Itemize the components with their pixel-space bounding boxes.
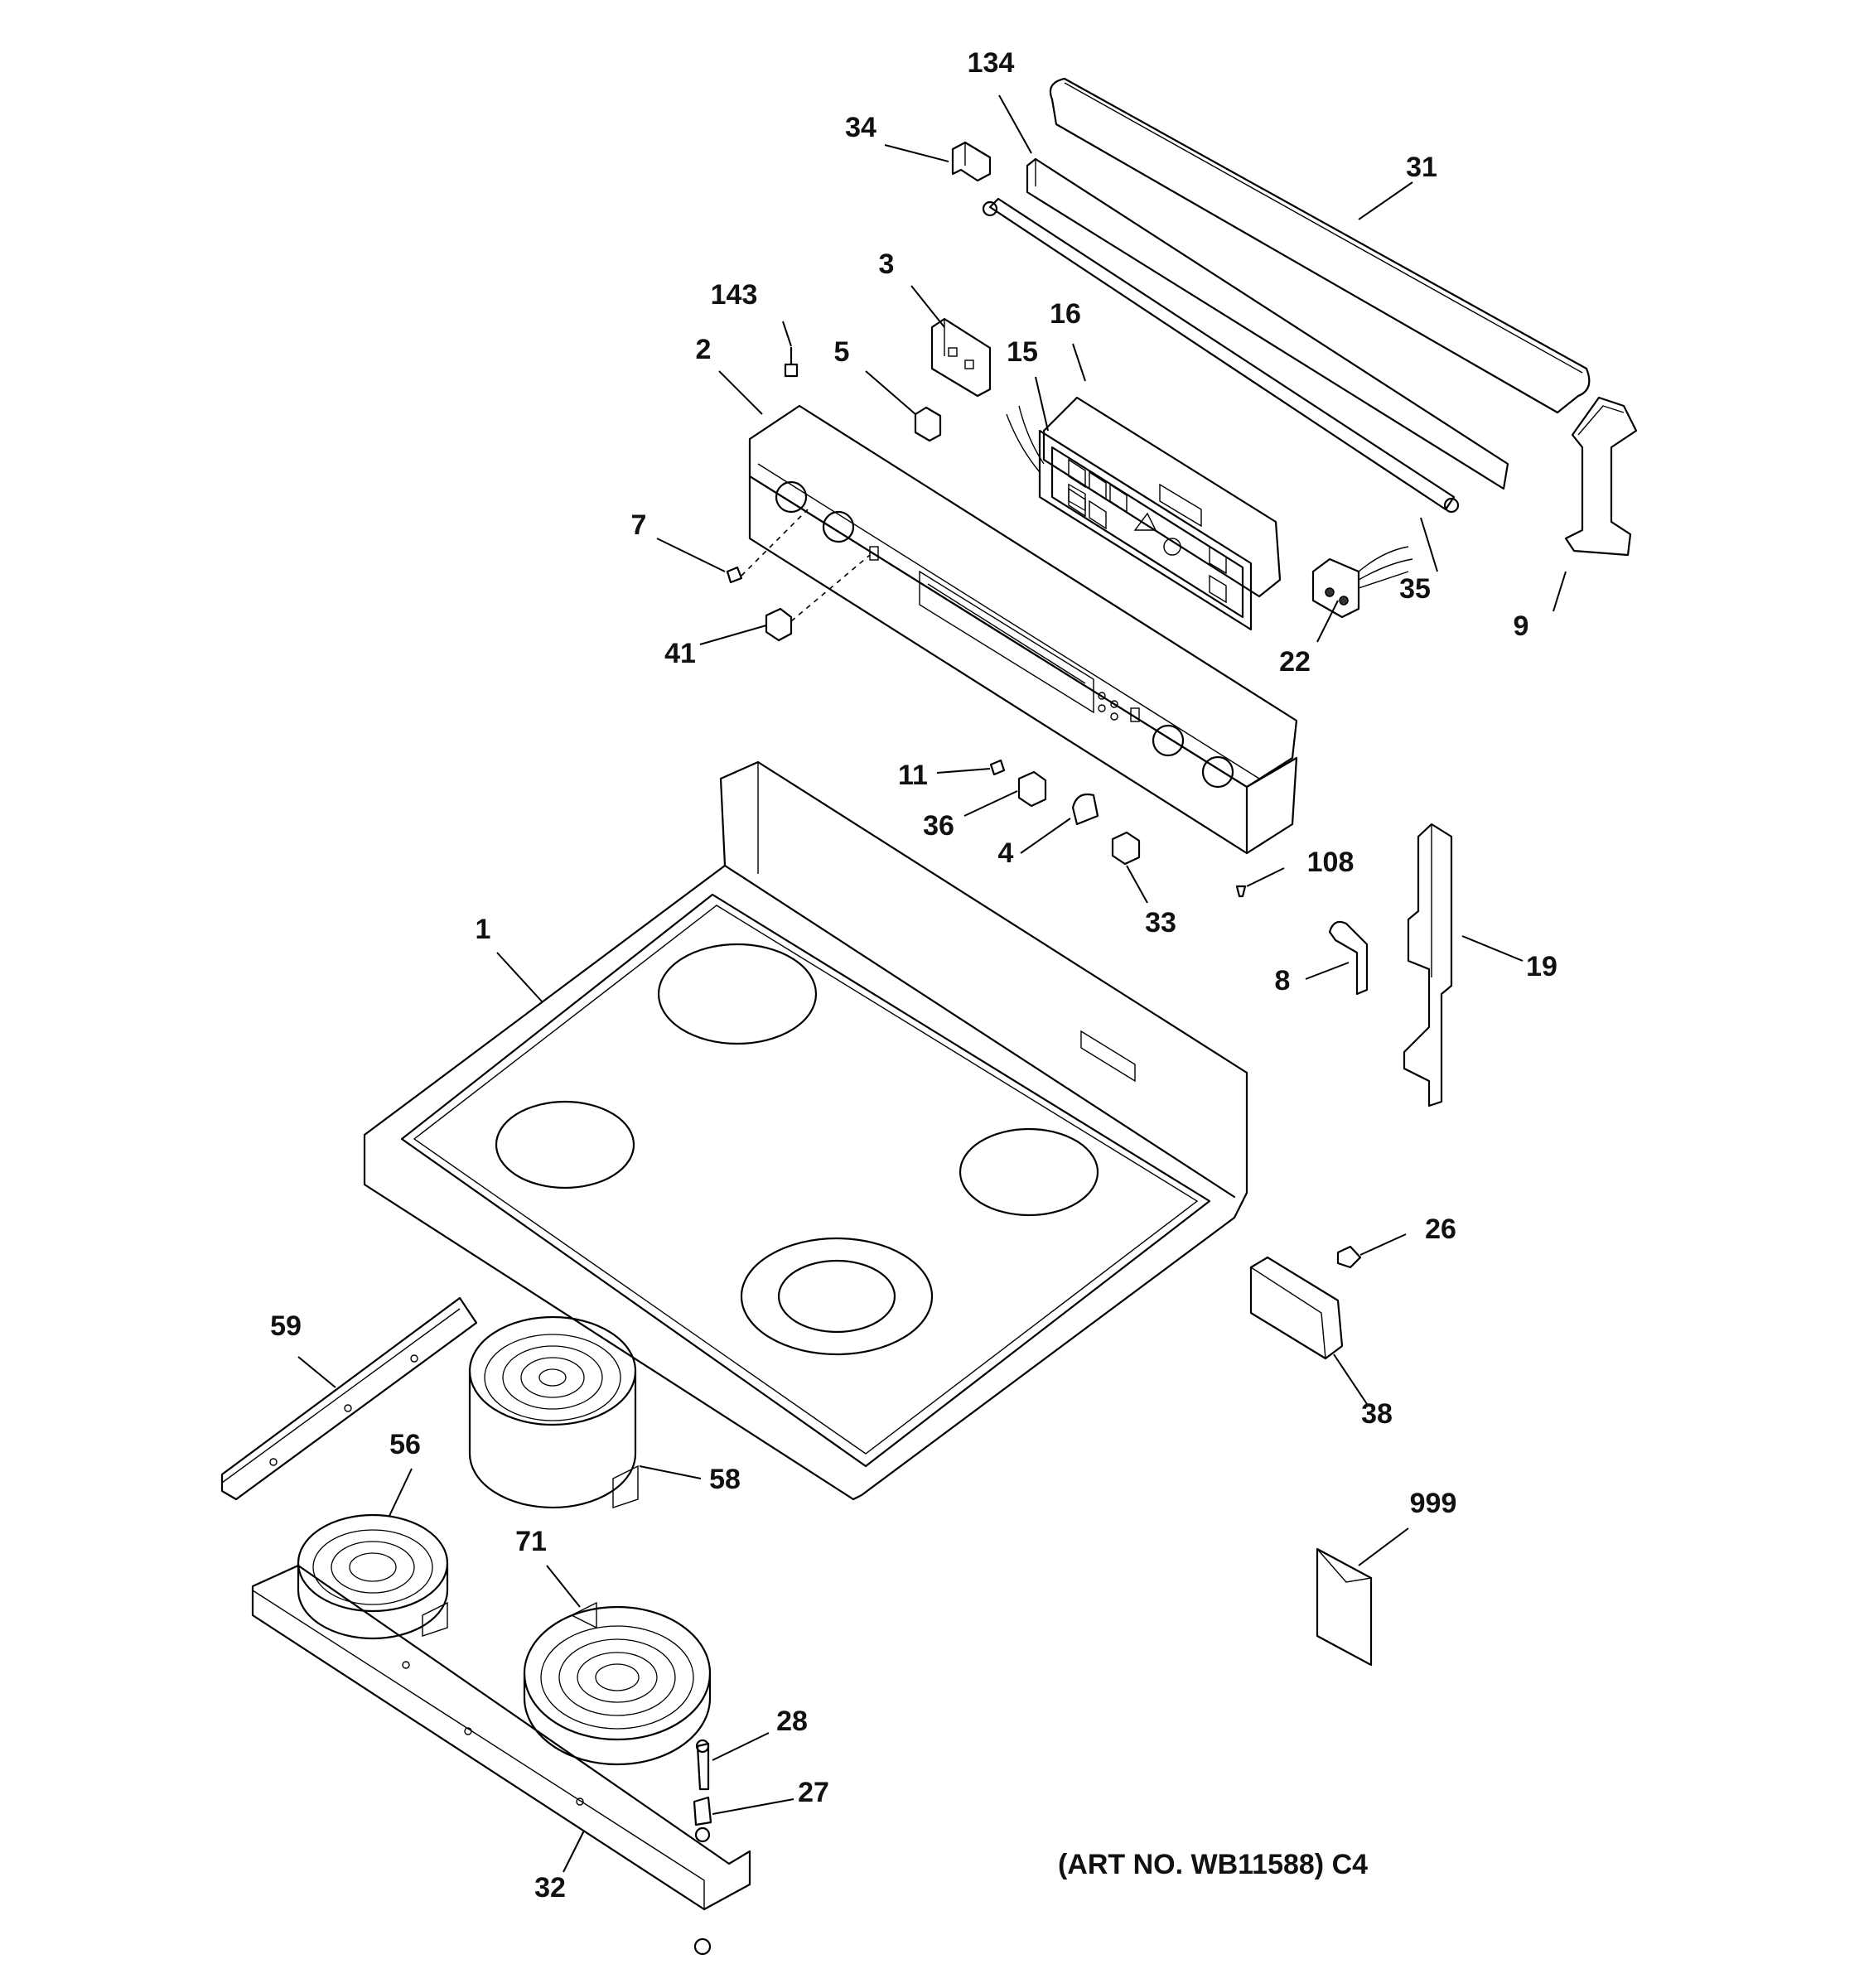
label-32: 32 (534, 1872, 566, 1904)
label-27: 27 (798, 1777, 829, 1808)
part-number-labels: 134 34 31 3 143 16 2 5 15 7 35 9 41 22 1… (270, 47, 1557, 1904)
label-35: 35 (1399, 573, 1431, 605)
part-7-insert (726, 566, 743, 584)
part-134-strip (1026, 157, 1509, 490)
part-5-switch (914, 406, 942, 442)
part-143-screw (784, 346, 799, 378)
label-134: 134 (968, 47, 1015, 79)
label-58: 58 (709, 1464, 741, 1495)
part-33-switch (1111, 831, 1141, 866)
label-33: 33 (1145, 907, 1176, 939)
label-34: 34 (845, 112, 876, 143)
label-1: 1 (476, 914, 491, 945)
part-2-control-panel (748, 404, 1298, 855)
label-22: 22 (1279, 646, 1311, 678)
leader-lines (297, 94, 1567, 1873)
part-27-terminal-block (693, 1796, 712, 1843)
art-number-caption: (ART NO. WB11588) C4 (1058, 1849, 1368, 1880)
label-2: 2 (696, 334, 712, 365)
part-58-element (468, 1315, 639, 1509)
part-11-clip (989, 759, 1006, 776)
label-999: 999 (1410, 1488, 1457, 1519)
label-36: 36 (923, 810, 954, 842)
part-59-bracket-rail (220, 1296, 478, 1501)
part-34-bracket (951, 141, 992, 182)
label-108: 108 (1307, 847, 1355, 878)
label-143: 143 (711, 279, 758, 311)
part-35-light-tube (982, 197, 1460, 514)
part-71-element (523, 1601, 712, 1766)
part-4-knob (1071, 793, 1099, 826)
label-56: 56 (389, 1429, 421, 1460)
label-31: 31 (1406, 152, 1437, 183)
part-31-trim-cap (1049, 77, 1591, 414)
label-11: 11 (898, 760, 928, 791)
part-3-relay (930, 317, 992, 398)
part-108-screw (1235, 885, 1247, 898)
label-8: 8 (1275, 965, 1291, 996)
part-26-clip (1336, 1245, 1362, 1269)
label-5: 5 (834, 336, 850, 368)
label-7: 7 (631, 509, 647, 541)
label-26: 26 (1425, 1214, 1456, 1245)
part-16-control-board (1006, 396, 1282, 631)
part-22-connector (1311, 546, 1413, 619)
label-59: 59 (270, 1310, 302, 1342)
label-38: 38 (1361, 1398, 1393, 1430)
label-71: 71 (515, 1526, 547, 1557)
label-41: 41 (664, 638, 696, 669)
part-999-literature (1316, 1547, 1373, 1667)
part-32-bottom-bracket (251, 1564, 751, 1911)
part-8-bracket (1328, 920, 1369, 996)
label-16: 16 (1050, 298, 1081, 330)
label-28: 28 (776, 1706, 808, 1737)
part-9-end-bracket (1564, 396, 1638, 557)
part-38-housing (1249, 1256, 1344, 1360)
label-19: 19 (1526, 951, 1557, 982)
part-1-cooktop (363, 760, 1248, 1501)
part-41-switch (765, 607, 793, 642)
part-28-terminal (695, 1739, 710, 1791)
label-9: 9 (1514, 610, 1529, 642)
part-32-nut (693, 1937, 712, 1956)
part-56-element (297, 1513, 449, 1640)
label-4: 4 (998, 837, 1014, 869)
label-3: 3 (879, 248, 895, 280)
label-15: 15 (1007, 336, 1038, 368)
part-19-side-trim (1403, 823, 1453, 1107)
part-36-switch (1017, 770, 1047, 808)
